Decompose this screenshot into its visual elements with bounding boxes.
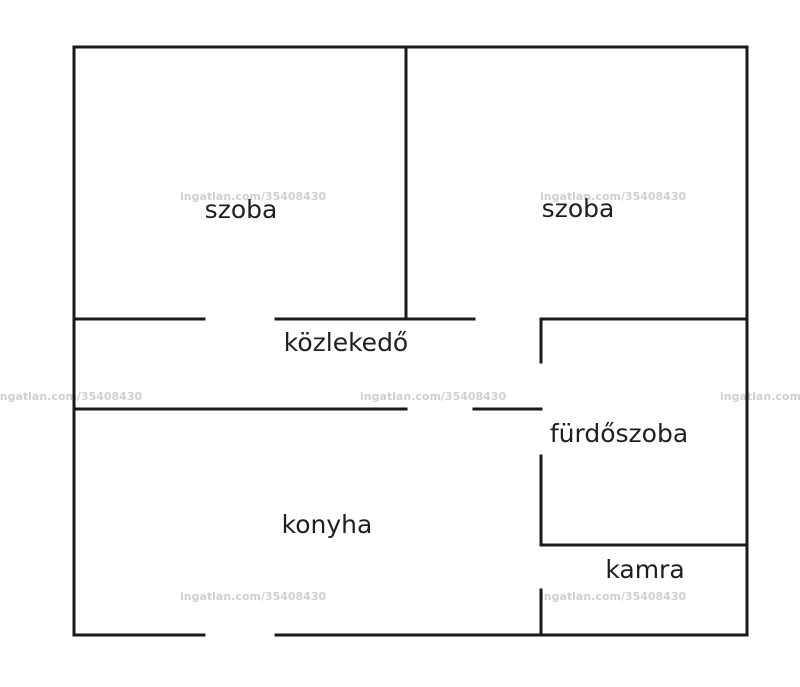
watermark-right: ingatlan.com/35408430 <box>720 390 800 403</box>
room-label-szoba-left: szoba <box>205 195 278 224</box>
room-label-pantry: kamra <box>605 555 684 584</box>
watermark-center: ingatlan.com/35408430 <box>360 390 506 403</box>
watermark-left: ingatlan.com/35408430 <box>0 390 142 403</box>
watermark-top-right: ingatlan.com/35408430 <box>720 0 800 1</box>
watermark-bottom-left: ingatlan.com/35408430 <box>180 590 326 603</box>
watermark-top-center: ingatlan.com/35408430 <box>358 0 504 1</box>
watermark-room1: ingatlan.com/35408430 <box>180 190 326 203</box>
watermark-bottom-right: ingatlan.com/35408430 <box>540 590 686 603</box>
watermark-top-left: ingatlan.com/35408430 <box>0 0 146 1</box>
room-labels: szoba szoba közlekedő fürdőszoba konyha … <box>205 194 688 584</box>
room-label-szoba-right: szoba <box>542 194 615 223</box>
watermarks: ingatlan.com/35408430 ingatlan.com/35408… <box>0 0 800 603</box>
room-label-bathroom: fürdőszoba <box>550 419 688 448</box>
watermark-room2: ingatlan.com/35408430 <box>540 190 686 203</box>
room-label-kitchen: konyha <box>282 510 373 539</box>
room-label-hallway: közlekedő <box>284 328 408 357</box>
walls <box>72 45 749 637</box>
